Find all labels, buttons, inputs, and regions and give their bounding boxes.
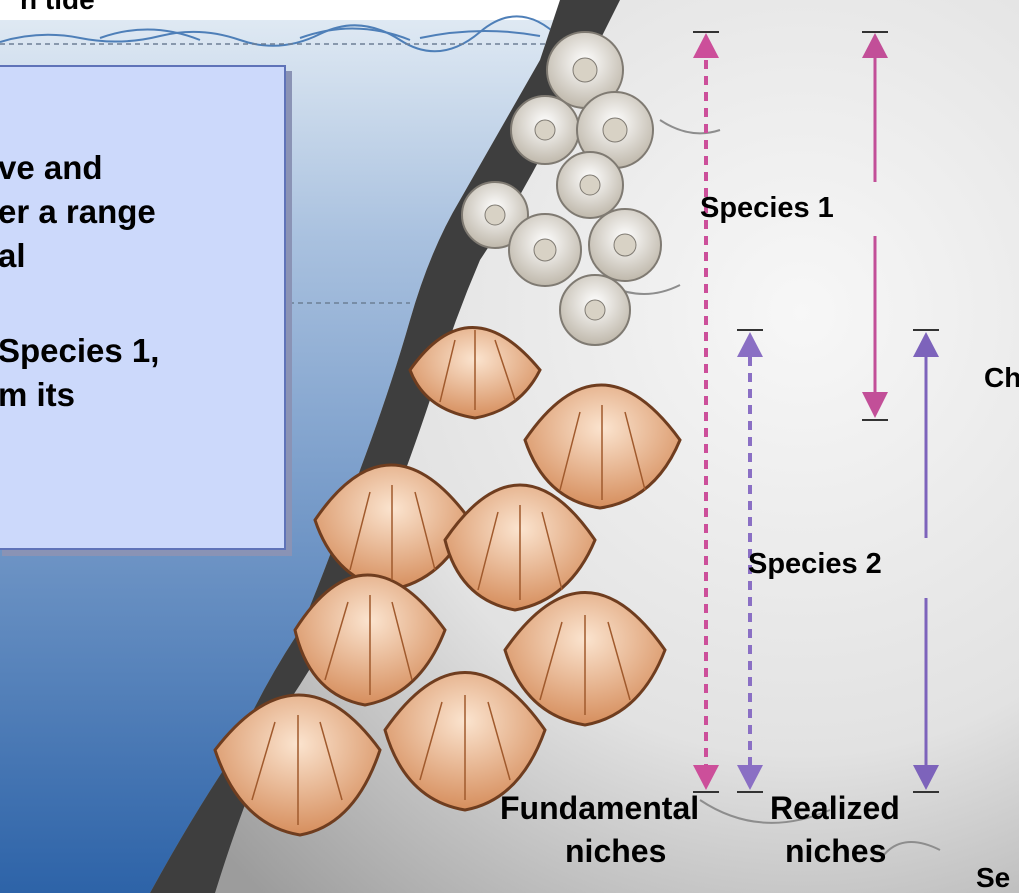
text-box-line-5: Species 1, xyxy=(0,332,159,370)
text-box-line-6: m its xyxy=(0,376,75,414)
text-box-line-2: er a range xyxy=(0,193,156,231)
species-1-label: Species 1 xyxy=(700,192,834,225)
high-tide-label: h tide xyxy=(20,0,95,16)
text-box-line-3: al xyxy=(0,237,26,275)
realized-niches-label-line-2: niches xyxy=(785,833,886,870)
text-box-line-1: ve and xyxy=(0,149,103,187)
fundamental-niches-label-line-2: niches xyxy=(565,833,666,870)
realized-niches-label-line-1: Realized xyxy=(770,790,900,827)
right-partial-label-ch: Ch xyxy=(984,362,1019,394)
right-partial-label-se: Se xyxy=(976,862,1010,894)
explanation-text-box: ve and er a range al Species 1, m its xyxy=(0,65,286,550)
species-2-label: Species 2 xyxy=(748,548,882,581)
fundamental-niches-label-line-1: Fundamental xyxy=(500,790,699,827)
